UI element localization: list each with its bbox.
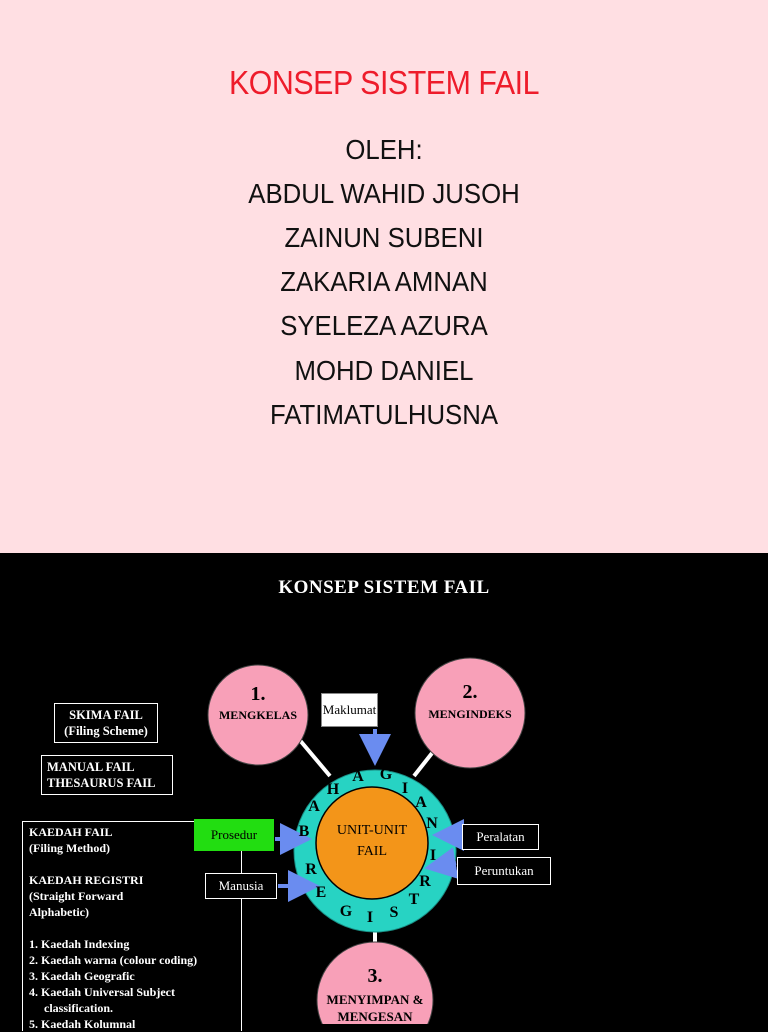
manusia-box: Manusia	[205, 873, 277, 899]
kaedah-registri-heading: KAEDAH REGISTRI	[29, 873, 144, 887]
node-number: 3.	[367, 965, 383, 987]
node-circle-menyimpan	[316, 941, 434, 1024]
slide-title: KONSEP SISTEM FAIL	[228, 64, 540, 101]
node-number: 2.	[462, 681, 478, 703]
method-list-item: 2. Kaedah warna (colour coding)	[29, 953, 198, 967]
diagram-slide: KONSEP SISTEM FAIL B A H A G I	[0, 553, 768, 1031]
node-label-menyimpan: MENYIMPAN &	[326, 992, 424, 1007]
ring-letter: N	[426, 815, 438, 832]
author-heading: OLEH:	[345, 134, 423, 165]
author-name: SYELEZA AZURA	[280, 310, 488, 341]
method-list-item: 3. Kaedah Geografic	[29, 969, 135, 983]
center-label: UNIT-UNIT	[336, 823, 408, 838]
method-list-item: 4. Kaedah Universal Subject	[29, 985, 176, 999]
diagram-title: KONSEP SISTEM FAIL	[278, 577, 490, 598]
thesaurus-fail-label: THESAURUS FAIL	[47, 776, 156, 790]
filing-scheme-label: (Filing Scheme)	[64, 724, 148, 738]
maklumat-box: Maklumat	[321, 693, 378, 727]
author-name: ZAKARIA AMNAN	[280, 266, 488, 297]
author-name: FATIMATULHUSNA	[269, 399, 499, 430]
ring-letter: H	[327, 781, 340, 798]
peralatan-box: Peralatan	[462, 824, 539, 850]
kaedah-fail-heading: KAEDAH FAIL	[29, 825, 113, 839]
ring-letter: I	[402, 780, 408, 797]
node-number: 1.	[250, 683, 266, 705]
skima-fail-box: SKIMA FAIL (Filing Scheme)	[54, 703, 158, 743]
kaedah-registri-sub: Alphabetic)	[29, 905, 89, 919]
kaedah-fail-panel: KAEDAH FAIL (Filing Method) KAEDAH REGIS…	[22, 821, 242, 1031]
author-name: MOHD DANIEL	[294, 355, 474, 386]
author-name: ABDUL WAHID JUSOH	[248, 178, 520, 209]
ring-letter: A	[352, 768, 364, 785]
title-slide: KONSEP SISTEM FAIL OLEH: ABDUL WAHID JUS…	[0, 0, 768, 553]
ring-letter: A	[415, 794, 427, 811]
ring-letter: A	[308, 798, 320, 815]
manual-fail-label: MANUAL FAIL	[47, 760, 135, 774]
ring-letter: G	[380, 766, 393, 783]
skima-fail-label: SKIMA FAIL	[69, 708, 143, 722]
prosedur-box: Prosedur	[194, 819, 274, 851]
ring-letter: T	[409, 891, 420, 908]
ring-letter: B	[299, 823, 310, 840]
arrow-peruntukan	[424, 847, 459, 879]
method-list-item: 5. Kaedah Kolumnal	[29, 1017, 136, 1031]
center-circle	[315, 786, 429, 900]
peruntukan-box: Peruntukan	[457, 857, 551, 885]
ring-letter: S	[390, 904, 399, 921]
ring-letter: E	[316, 884, 327, 901]
ring-letter: I	[367, 909, 373, 926]
method-list-item: 1. Kaedah Indexing	[29, 937, 130, 951]
ring-letter: R	[419, 873, 431, 890]
node-label-mengesan: MENGESAN	[337, 1009, 413, 1024]
connector-line	[296, 736, 332, 778]
author-name: ZAINUN SUBENI	[284, 222, 484, 253]
node-label-mengindeks: MENGINDEKS	[428, 707, 512, 721]
kaedah-registri-sub: (Straight Forward	[29, 889, 124, 903]
manual-fail-box: MANUAL FAIL THESAURUS FAIL	[41, 755, 173, 795]
ring-letter: I	[430, 847, 436, 864]
filing-method-label: (Filing Method)	[29, 841, 110, 855]
method-list-item: classification.	[29, 1001, 113, 1015]
node-circle-mengindeks	[414, 657, 526, 769]
ring-letter: R	[305, 861, 317, 878]
diagram-graphics: B A H A G I A N I R T S I G E R	[207, 657, 526, 1024]
center-label: FAIL	[356, 844, 388, 859]
node-circle-mengkelas	[207, 664, 309, 766]
node-label-mengkelas: MENGKELAS	[218, 708, 297, 722]
ring-letter: G	[340, 903, 353, 920]
